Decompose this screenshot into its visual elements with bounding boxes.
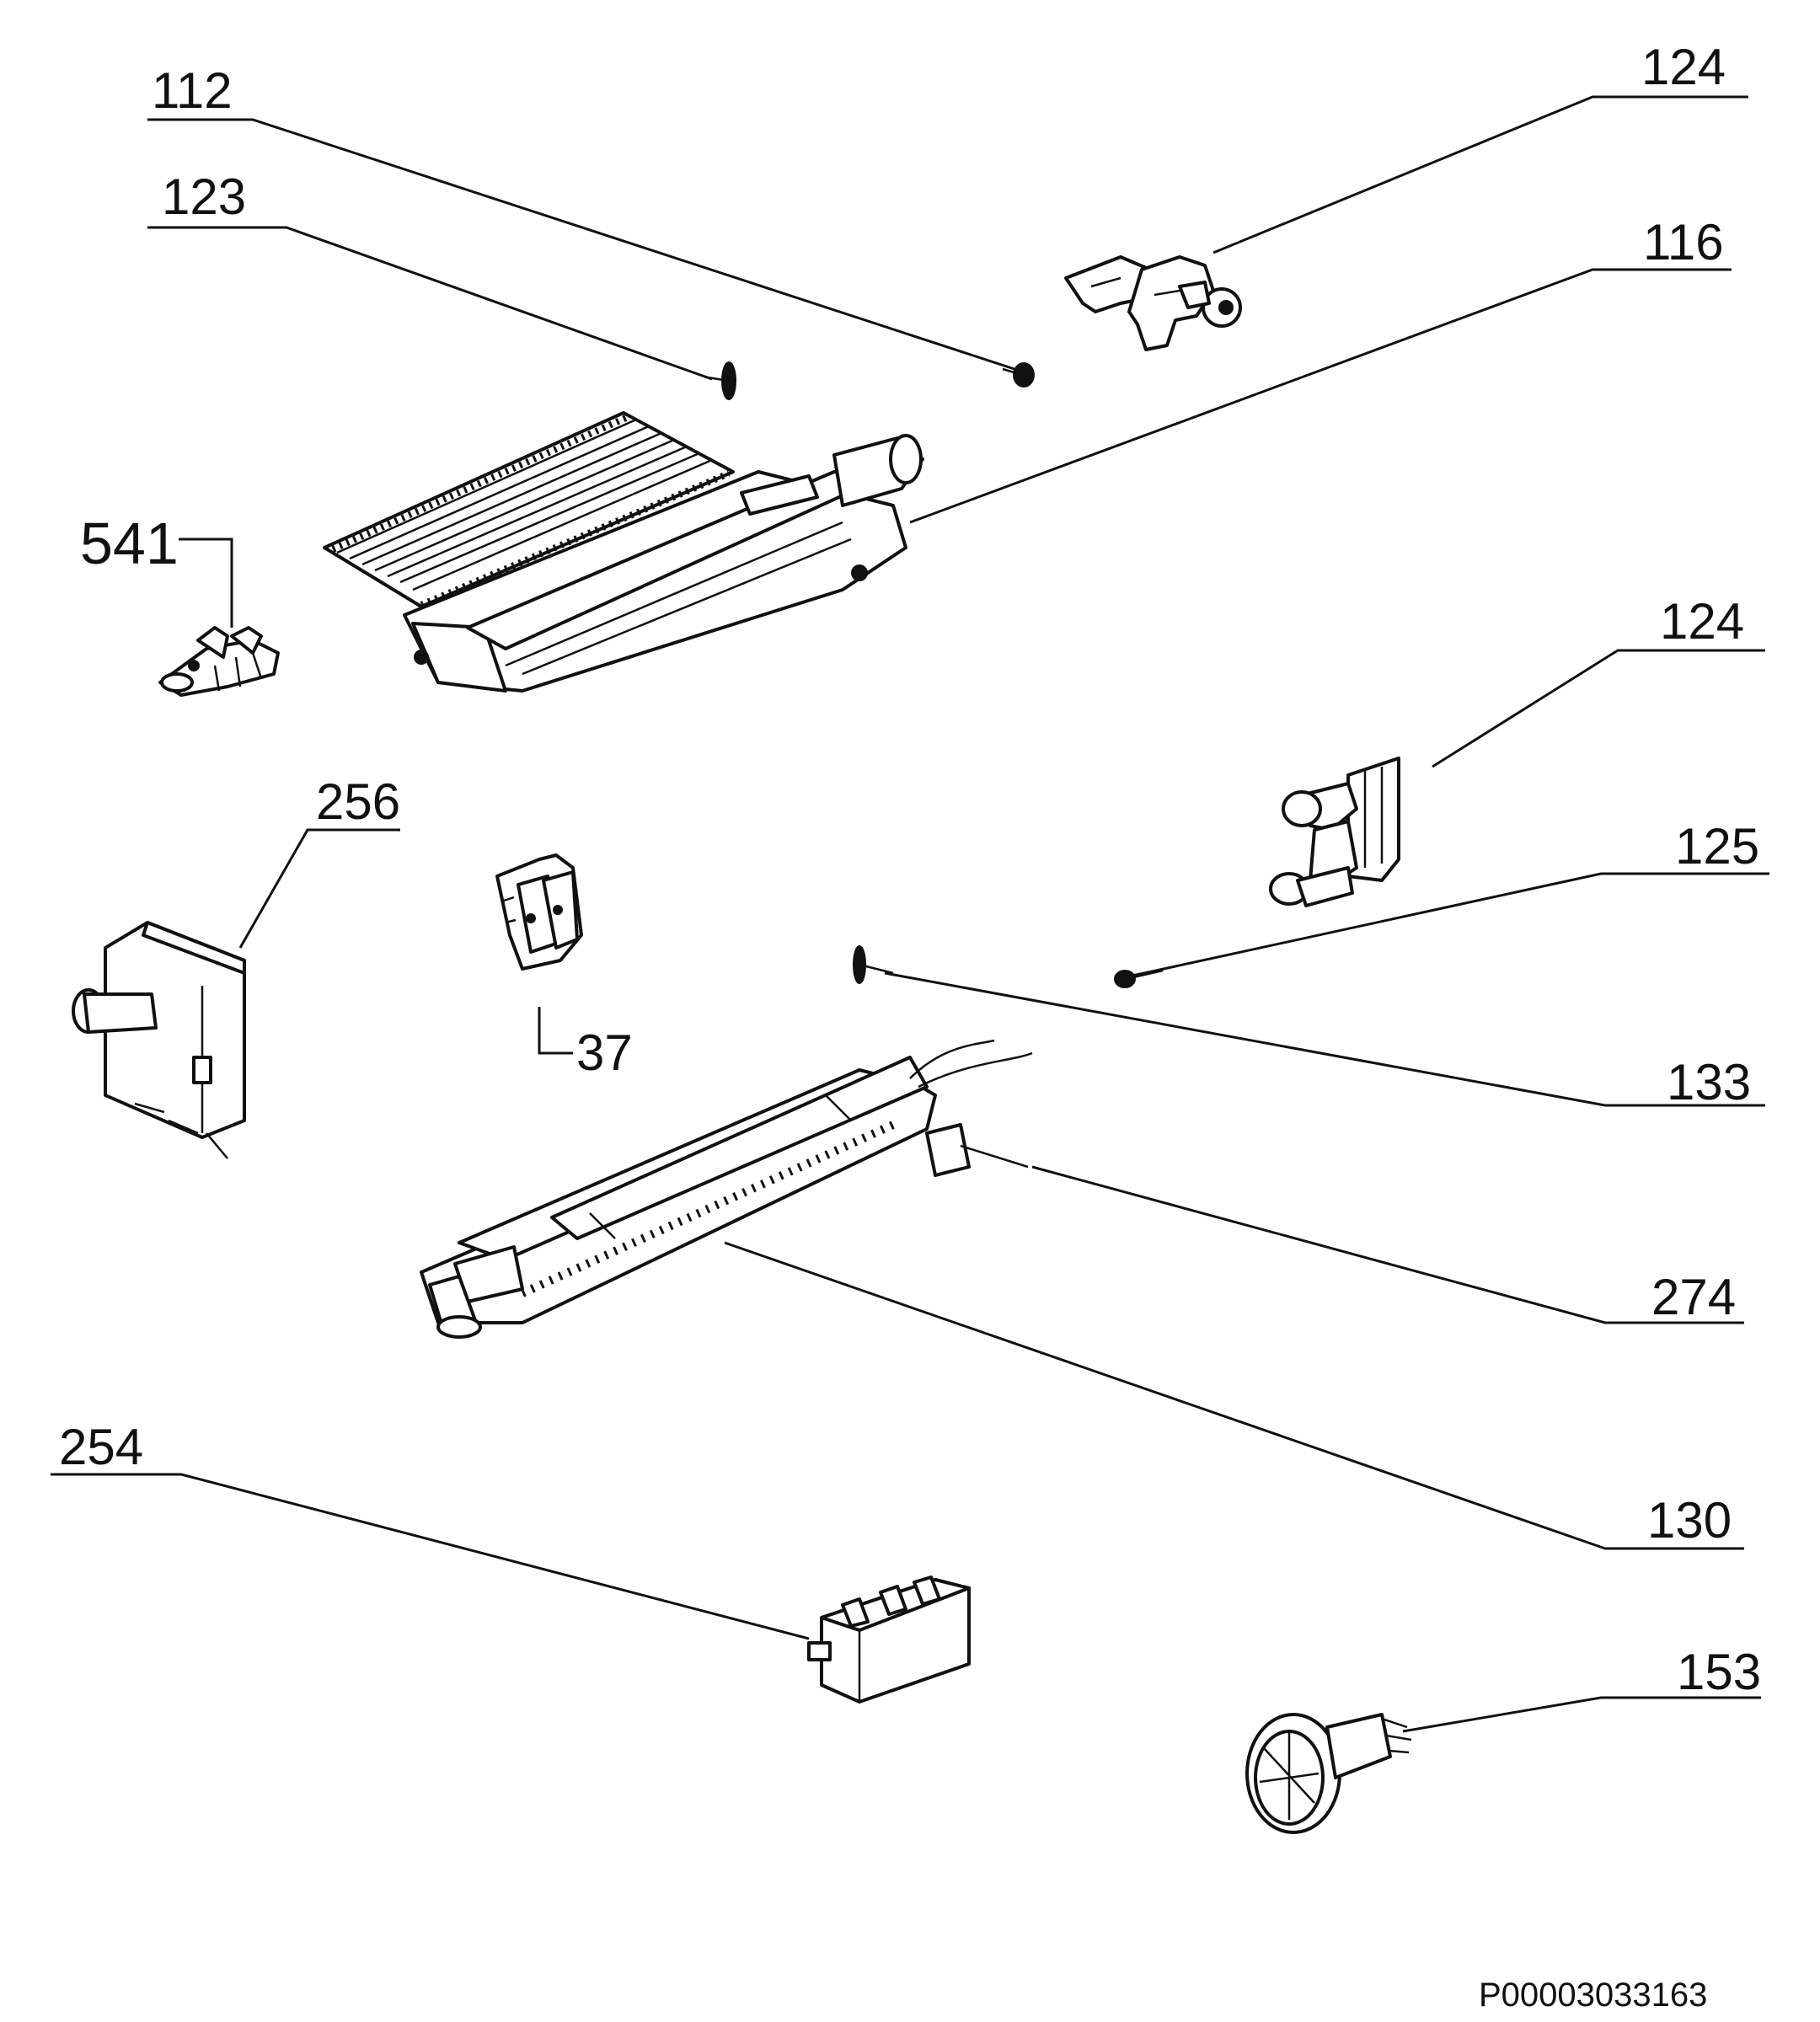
callout-256: 256 xyxy=(316,773,401,830)
document-id: P00003033163 xyxy=(1479,1977,1708,2014)
leader-112 xyxy=(147,118,1020,372)
part-153-lamp xyxy=(1245,1713,1412,1834)
part-124-valve-bracket-top xyxy=(1064,255,1242,351)
part-125-screw xyxy=(1114,969,1164,988)
leader-116 xyxy=(909,268,1732,524)
leader-274 xyxy=(1031,1165,1744,1324)
callout-130: 130 xyxy=(1647,1492,1732,1549)
part-130-lower-burner xyxy=(420,1039,1033,1339)
part-256-switch-box xyxy=(72,921,246,1159)
leader-124-mid xyxy=(1432,649,1765,768)
leader-125 xyxy=(1124,872,1769,979)
callout-123: 123 xyxy=(162,168,247,225)
callout-124-mid: 124 xyxy=(1660,593,1745,650)
callout-133: 133 xyxy=(1667,1054,1752,1110)
part-133-screw xyxy=(853,945,894,984)
leader-133 xyxy=(884,971,1765,1107)
callout-116: 116 xyxy=(1643,214,1724,270)
part-254-ignition-block xyxy=(807,1575,971,1704)
part-116-burner xyxy=(323,411,924,693)
callout-541: 541 xyxy=(80,511,179,576)
leader-130 xyxy=(724,1241,1744,1550)
part-37-terminal-clip xyxy=(495,853,583,971)
callout-124-top: 124 xyxy=(1641,39,1726,95)
leader-123 xyxy=(147,226,713,381)
leader-254 xyxy=(51,1473,810,1640)
callout-153: 153 xyxy=(1677,1644,1762,1700)
leader-37 xyxy=(538,1007,573,1055)
leader-124-top xyxy=(1212,95,1748,254)
callout-125: 125 xyxy=(1675,818,1760,875)
leader-lines xyxy=(51,95,1769,1733)
callout-37: 37 xyxy=(576,1024,633,1081)
callout-254: 254 xyxy=(59,1419,144,1475)
part-541-connector xyxy=(158,626,280,697)
leader-256 xyxy=(238,828,400,949)
leader-153 xyxy=(1402,1696,1761,1733)
part-123-screw xyxy=(707,361,736,400)
callout-112: 112 xyxy=(152,62,233,119)
part-124-valve-bracket-mid xyxy=(1269,757,1400,907)
part-112-screw xyxy=(1002,362,1035,388)
leader-541 xyxy=(179,538,233,628)
callout-274: 274 xyxy=(1651,1269,1737,1325)
